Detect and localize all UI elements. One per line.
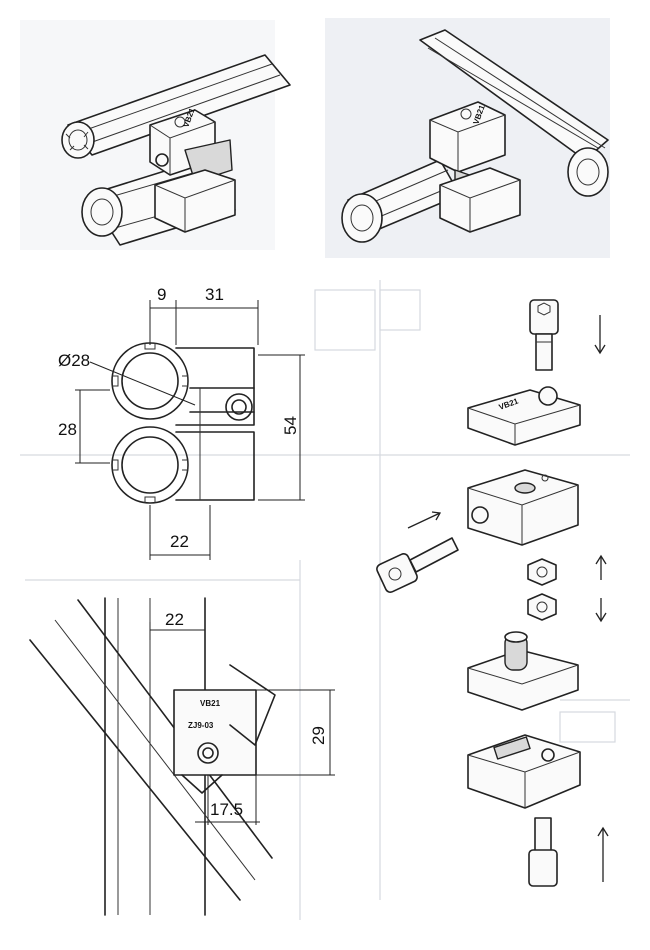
- side-screw-icon: [376, 537, 459, 593]
- dim-22-front: 22: [170, 532, 189, 551]
- hex-nut-icon: [527, 593, 557, 621]
- dim-31: 31: [205, 285, 224, 304]
- dim-54: 54: [281, 416, 300, 435]
- dim-9: 9: [157, 285, 166, 304]
- clamp-block-lower: [467, 631, 579, 711]
- stamp-line1: VB21: [200, 699, 221, 708]
- dim-22-side: 22: [165, 610, 184, 629]
- dim-29: 29: [309, 726, 328, 745]
- assembly-arrow-icon: [597, 826, 609, 882]
- dim-17-5: 17.5: [210, 800, 243, 819]
- socket-cap-screw-icon: [528, 817, 558, 887]
- side-view-drawing: [29, 597, 335, 916]
- isometric-view-cross-clamp: VB21: [341, 29, 609, 243]
- socket-cap-screw-icon: [529, 299, 559, 371]
- assembly-arrow-icon: [595, 554, 607, 623]
- dim-28: 28: [58, 420, 77, 439]
- exploded-assembly-view: VB21: [376, 299, 609, 887]
- clamp-block-top: VB21: [467, 386, 581, 446]
- stamp-line2: ZJ9-03: [188, 721, 214, 730]
- hex-nut-icon: [527, 558, 557, 586]
- dim-diameter-28: Ø28: [58, 351, 90, 370]
- clamp-base-block: [467, 734, 581, 809]
- front-view-drawing: [75, 300, 305, 560]
- isometric-view-parallel-clamp: VB21: [61, 54, 291, 246]
- assembly-arrow-icon: [407, 511, 442, 529]
- clamp-block-middle: [467, 469, 579, 546]
- assembly-arrow-icon: [594, 315, 606, 355]
